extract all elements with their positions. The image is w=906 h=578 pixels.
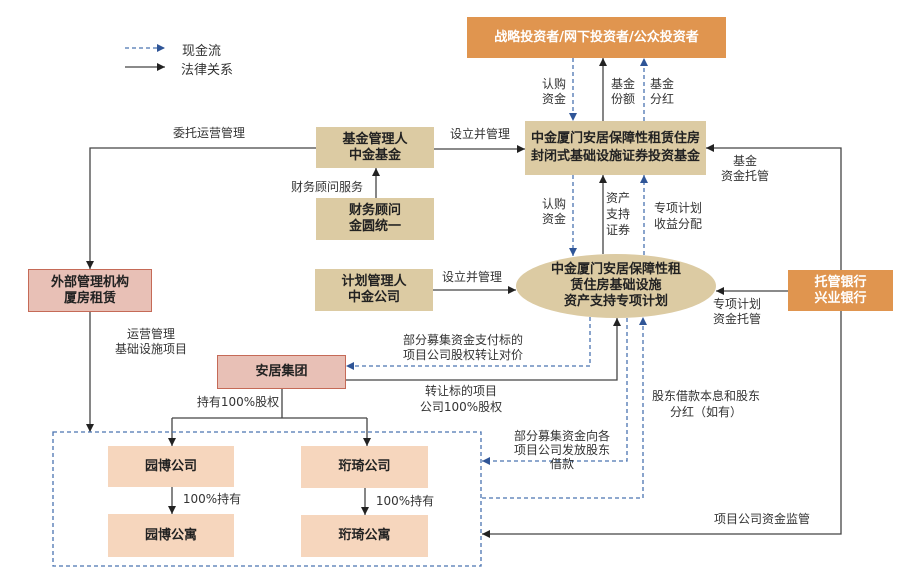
- edge-anju-holding-trunk: [172, 389, 367, 419]
- label-loan-repayment-dividends: 股东借款本息和股东 分红（如有）: [651, 389, 760, 419]
- node-external-manager[interactable]: 外部管理机构 厦房租赁: [28, 269, 152, 312]
- label-operate-infrastructure: 运营管理 基础设施项目: [114, 327, 187, 356]
- label-shareholder-loans: 部分募集资金向各 项目公司发放股东 借款: [513, 429, 610, 471]
- project-companies-group-border: [52, 431, 482, 567]
- label-subscribe-funds-investor: 认购 资金: [541, 77, 566, 106]
- node-fund-manager[interactable]: 基金管理人 中金基金: [316, 127, 434, 168]
- node-hengqi-apartment[interactable]: 珩琦公寓: [301, 515, 428, 557]
- node-investors[interactable]: 战略投资者/网下投资者/公众投资者: [467, 17, 726, 58]
- node-yuanbo-apartment[interactable]: 园博公寓: [108, 514, 234, 557]
- label-fund-dividends: 基金 分红: [649, 77, 674, 106]
- node-fund[interactable]: 中金厦门安居保障性租赁住房 封闭式基础设施证券投资基金: [525, 121, 706, 175]
- node-anju-group[interactable]: 安居集团: [217, 355, 346, 389]
- edge-equity-transfer-payment: [346, 317, 591, 370]
- label-financial-advisory-service: 财务顾问服务: [290, 180, 363, 194]
- edge-fund-custody: [706, 144, 842, 270]
- legend-legal-relation-label: 法律关系: [181, 63, 234, 78]
- edge-loan-repayment: [482, 317, 647, 499]
- label-equity-transfer: 转让标的项目 公司100%股权: [419, 384, 503, 414]
- node-hengqi-company[interactable]: 珩琦公司: [301, 446, 428, 488]
- node-financial-advisor[interactable]: 财务顾问 金圆统一: [316, 198, 434, 240]
- label-fund-custody: 基金 资金托管: [720, 154, 769, 183]
- label-establish-manage-fund: 设立并管理: [449, 127, 510, 141]
- label-plan-income-distribution: 专项计划 收益分配: [653, 201, 702, 231]
- label-equity-transfer-payment: 部分募集资金支付标的 项目公司股权转让对价: [402, 333, 523, 362]
- label-hengqi-hold: 100%持有: [375, 494, 435, 508]
- label-subscribe-funds-fund: 认购 资金: [541, 197, 566, 226]
- node-yuanbo-company[interactable]: 园博公司: [108, 446, 234, 487]
- label-hold-100-equity: 持有100%股权: [196, 395, 280, 409]
- label-yuanbo-hold: 100%持有: [182, 492, 242, 506]
- legend-cash-flow-label: 现金流: [182, 44, 222, 59]
- node-abs-plan[interactable]: 中金厦门安居保障性租 赁住房基础设施 资产支持专项计划: [516, 254, 716, 318]
- label-establish-manage-plan: 设立并管理: [441, 270, 502, 284]
- label-abs-securities: 资产 支持 证券: [605, 191, 630, 237]
- label-fund-units: 基金 份额: [610, 77, 635, 106]
- node-custodian-bank[interactable]: 托管银行 兴业银行: [788, 270, 893, 311]
- label-entrust-operation: 委托运营管理: [172, 126, 245, 140]
- node-plan-manager[interactable]: 计划管理人 中金公司: [315, 269, 433, 311]
- edge-project-fund-supervision: [482, 311, 842, 538]
- label-plan-custody: 专项计划 资金托管: [712, 297, 761, 326]
- edge-shareholder-loans: [482, 318, 628, 465]
- edge-entrust-operation: [86, 147, 316, 269]
- label-project-fund-supervision: 项目公司资金监管: [713, 512, 810, 526]
- edge-equity-transfer: [346, 318, 621, 381]
